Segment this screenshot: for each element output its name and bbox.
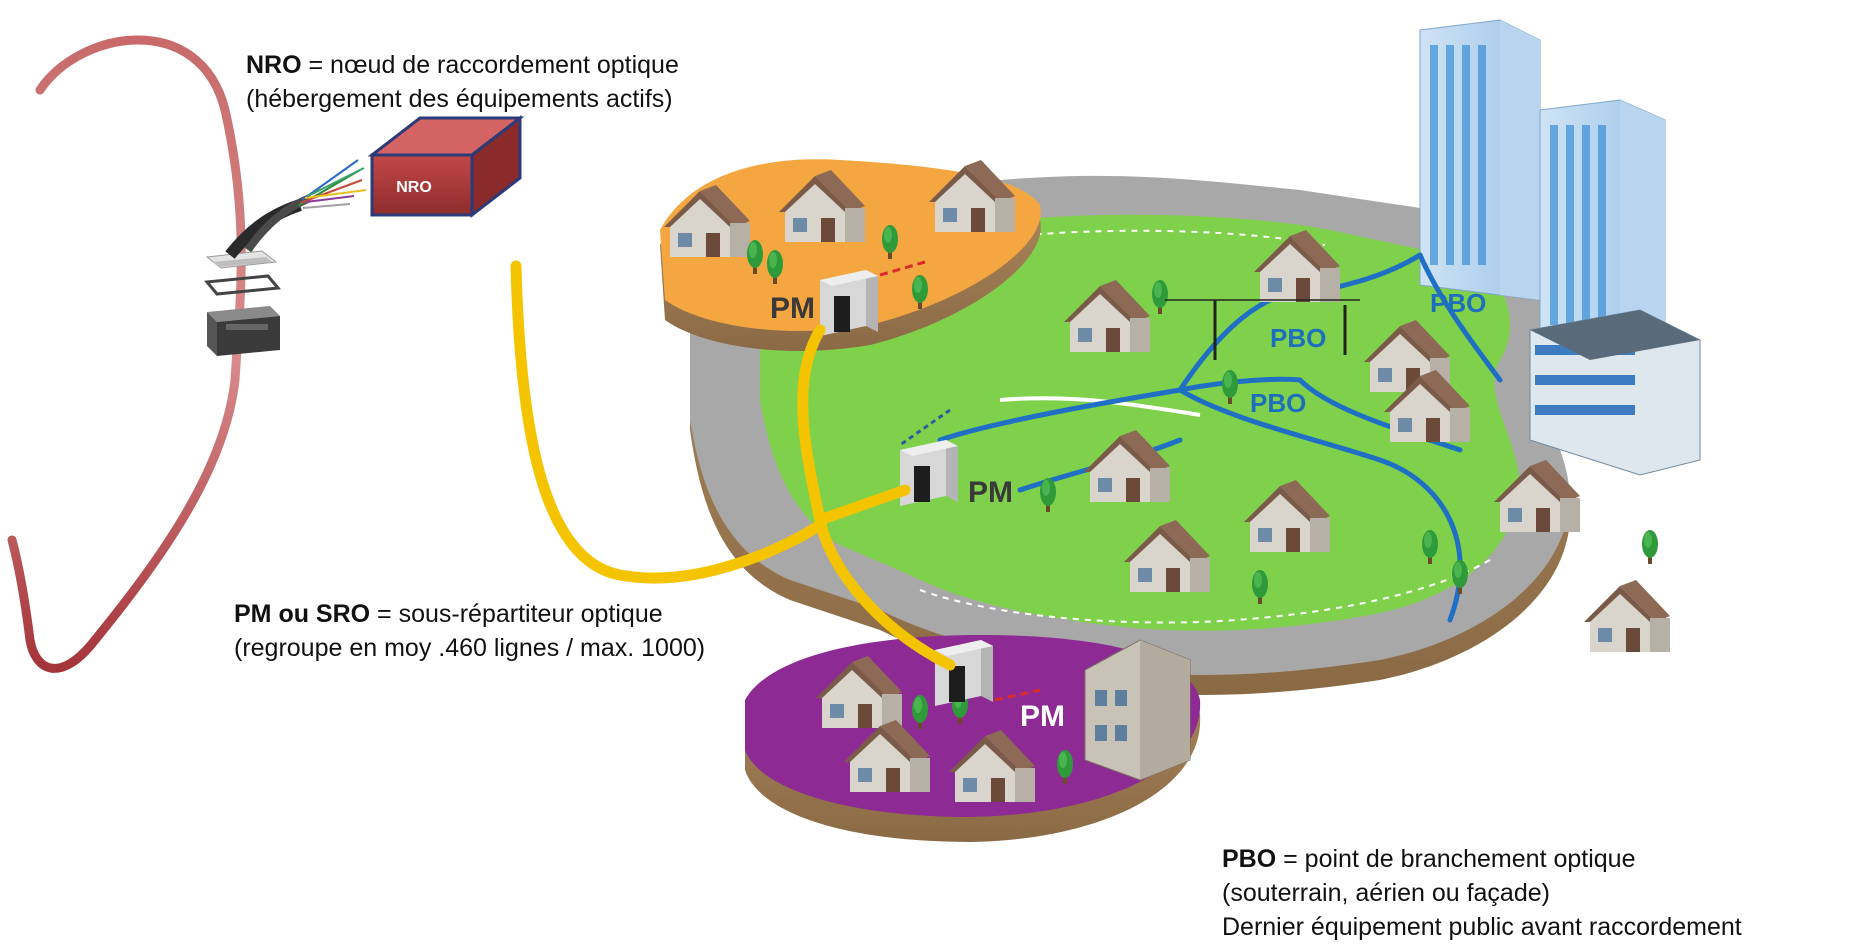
pbo-caption-detail2: Dernier équipement public avant raccorde… [1222,913,1742,941]
nro-caption: NRO = nœud de raccordement optique (hébe… [246,48,679,116]
office-building [1529,309,1701,476]
apartment-building [1084,639,1191,781]
left-curve-decoration [7,35,246,673]
nro-caption-definition: = nœud de raccordement optique [301,51,679,79]
pbo-caption: PBO = point de branchement optique (sout… [1222,842,1742,944]
tower-building-icon [1419,19,1666,351]
blue-fiber-network [937,252,1503,623]
yellow-fiber-cables [510,260,956,671]
street-cabinet-icon [820,270,878,336]
nro-caption-detail: (hébergement des équipements actifs) [246,85,673,113]
nro-label: NRO [396,179,432,196]
pm-label-center: PM [968,476,1013,509]
pm-label-orange: PM [770,292,815,325]
nro-caption-term: NRO [246,51,302,79]
pm-caption-detail: (regroupe en moy .460 lignes / max. 1000… [234,634,706,662]
pbo-caption-term: PBO [1222,845,1277,873]
fiber-bundle-icon [225,159,367,259]
pbo-caption-detail: (souterrain, aérien ou façade) [1222,879,1550,907]
pbo-label-1: PBO [1270,323,1326,353]
pbo-label-3: PBO [1250,388,1306,418]
pbo-label-2: PBO [1430,288,1486,318]
pm-label-purple: PM [1020,700,1065,733]
pm-caption-term: PM ou SRO [234,600,371,628]
main-island-grass [760,214,1520,631]
pm-caption: PM ou SRO = sous-répartiteur optique (re… [234,597,705,665]
nro-building: NRO [367,114,525,219]
pm-caption-definition: = sous-répartiteur optique [370,600,663,628]
utility-poles [1165,299,1360,360]
pbo-caption-definition: = point de branchement optique [1276,845,1636,873]
street-cabinet-icon [935,640,993,706]
street-cabinet-icon [900,440,958,506]
splice-chamber-icon [204,250,281,356]
